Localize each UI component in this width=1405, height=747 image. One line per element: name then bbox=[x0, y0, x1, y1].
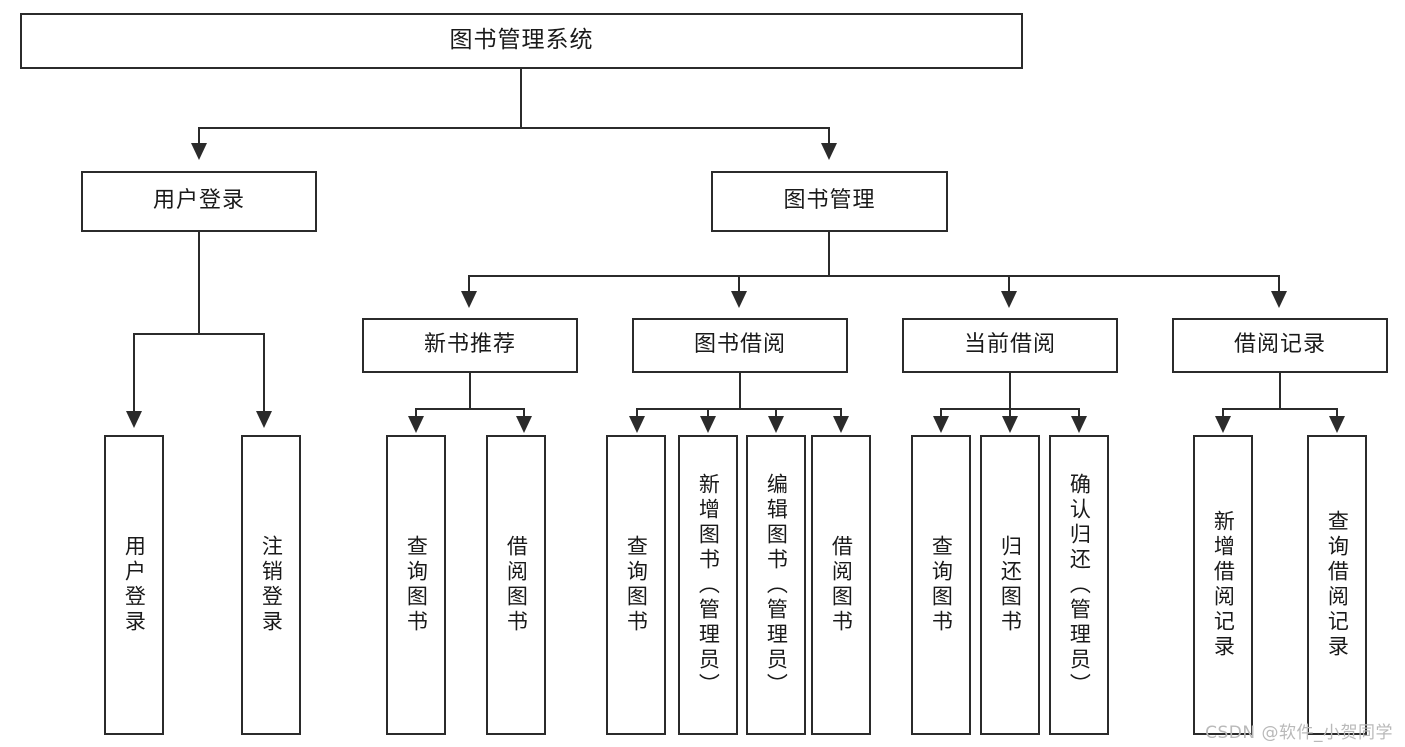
node-label: 新增借阅记录 bbox=[1211, 510, 1236, 660]
node-label: 归还图书 bbox=[998, 535, 1023, 635]
connector-book-borrow-drop-4 bbox=[840, 408, 842, 418]
node-label: 当前借阅 bbox=[963, 332, 1056, 358]
connector-book-borrow-drop-2 bbox=[707, 408, 709, 418]
connector-level2-drop-4 bbox=[1278, 275, 1280, 293]
arrowhead-to-book-borrow bbox=[731, 291, 747, 308]
leaf-record-query-record[interactable]: 查询借阅记录 bbox=[1307, 435, 1367, 735]
connector-book-borrow-drop-3 bbox=[775, 408, 777, 418]
arrowhead-new-book-leaf-2 bbox=[516, 416, 532, 433]
node-book-management[interactable]: 图书管理 bbox=[711, 171, 948, 232]
connector-current-borrow-drop-2 bbox=[1009, 408, 1011, 418]
arrowhead-current-borrow-leaf-3 bbox=[1071, 416, 1087, 433]
connector-level1-drop-left bbox=[198, 127, 200, 145]
connector-current-borrow-stem bbox=[1009, 373, 1011, 409]
node-label: 用户登录 bbox=[152, 188, 245, 214]
leaf-borrow-borrow-book[interactable]: 借阅图书 bbox=[811, 435, 871, 735]
arrowhead-book-borrow-leaf-1 bbox=[629, 416, 645, 433]
arrowhead-borrow-record-leaf-2 bbox=[1329, 416, 1345, 433]
node-label: 查询图书 bbox=[404, 535, 429, 635]
leaf-current-query-book[interactable]: 查询图书 bbox=[911, 435, 971, 735]
leaf-newbook-borrow-book[interactable]: 借阅图书 bbox=[486, 435, 546, 735]
connector-level2-drop-2 bbox=[738, 275, 740, 293]
leaf-logout[interactable]: 注销登录 bbox=[241, 435, 301, 735]
connector-user-login-drop-1 bbox=[133, 333, 135, 413]
node-book-borrow[interactable]: 图书借阅 bbox=[632, 318, 848, 373]
connector-borrow-record-stem bbox=[1279, 373, 1281, 409]
node-label: 新书推荐 bbox=[423, 332, 516, 358]
connector-level2-drop-1 bbox=[468, 275, 470, 293]
connector-book-manage-stem bbox=[828, 232, 830, 276]
node-label: 图书借阅 bbox=[693, 332, 786, 358]
connector-level2-drop-3 bbox=[1008, 275, 1010, 293]
leaf-borrow-edit-book-admin[interactable]: 编辑图书（管理员） bbox=[746, 435, 806, 735]
node-user-login[interactable]: 用户登录 bbox=[81, 171, 317, 232]
node-label: 新增图书（管理员） bbox=[696, 472, 721, 698]
leaf-user-login[interactable]: 用户登录 bbox=[104, 435, 164, 735]
node-label: 编辑图书（管理员） bbox=[764, 472, 789, 698]
connector-root-stem bbox=[520, 69, 522, 128]
node-label: 注销登录 bbox=[259, 535, 284, 635]
leaf-record-add-record[interactable]: 新增借阅记录 bbox=[1193, 435, 1253, 735]
node-label: 借阅图书 bbox=[829, 535, 854, 635]
connector-user-login-bus bbox=[133, 333, 265, 335]
arrowhead-to-book-manage bbox=[821, 143, 837, 160]
leaf-borrow-query-book[interactable]: 查询图书 bbox=[606, 435, 666, 735]
leaf-current-confirm-return-admin[interactable]: 确认归还（管理员） bbox=[1049, 435, 1109, 735]
connector-user-login-stem bbox=[198, 232, 200, 334]
connector-current-borrow-drop-3 bbox=[1078, 408, 1080, 418]
leaf-borrow-add-book-admin[interactable]: 新增图书（管理员） bbox=[678, 435, 738, 735]
node-label: 用户登录 bbox=[122, 535, 147, 635]
connector-borrow-record-drop-2 bbox=[1336, 408, 1338, 418]
arrowhead-to-user-login bbox=[191, 143, 207, 160]
node-label: 查询图书 bbox=[929, 535, 954, 635]
node-label: 图书管理 bbox=[783, 188, 876, 214]
connector-book-borrow-drop-1 bbox=[636, 408, 638, 418]
arrowhead-book-borrow-leaf-4 bbox=[833, 416, 849, 433]
connector-level1-drop-right bbox=[828, 127, 830, 145]
node-label: 图书管理系统 bbox=[449, 27, 594, 54]
connector-new-book-stem bbox=[469, 373, 471, 409]
node-borrow-record[interactable]: 借阅记录 bbox=[1172, 318, 1388, 373]
arrowhead-new-book-leaf-1 bbox=[408, 416, 424, 433]
arrowhead-book-borrow-leaf-3 bbox=[768, 416, 784, 433]
arrowhead-borrow-record-leaf-1 bbox=[1215, 416, 1231, 433]
arrowhead-to-leaf-user-login bbox=[126, 411, 142, 428]
node-new-book-recommend[interactable]: 新书推荐 bbox=[362, 318, 578, 373]
leaf-newbook-query-book[interactable]: 查询图书 bbox=[386, 435, 446, 735]
arrowhead-to-leaf-logout bbox=[256, 411, 272, 428]
connector-borrow-record-bus bbox=[1222, 408, 1338, 410]
connector-book-borrow-stem bbox=[739, 373, 741, 409]
arrowhead-to-current-borrow bbox=[1001, 291, 1017, 308]
connector-level2-bus bbox=[468, 275, 1280, 277]
node-label: 借阅记录 bbox=[1233, 332, 1326, 358]
arrowhead-book-borrow-leaf-2 bbox=[700, 416, 716, 433]
connector-new-book-drop-2 bbox=[523, 408, 525, 418]
node-root-system[interactable]: 图书管理系统 bbox=[20, 13, 1023, 69]
connector-level1-bus bbox=[198, 127, 830, 129]
arrowhead-current-borrow-leaf-2 bbox=[1002, 416, 1018, 433]
connector-new-book-drop-1 bbox=[415, 408, 417, 418]
arrowhead-to-new-book bbox=[461, 291, 477, 308]
node-label: 查询借阅记录 bbox=[1325, 510, 1350, 660]
node-label: 借阅图书 bbox=[504, 535, 529, 635]
arrowhead-to-borrow-record bbox=[1271, 291, 1287, 308]
node-label: 查询图书 bbox=[624, 535, 649, 635]
node-current-borrow[interactable]: 当前借阅 bbox=[902, 318, 1118, 373]
node-label: 确认归还（管理员） bbox=[1067, 472, 1092, 698]
connector-borrow-record-drop-1 bbox=[1222, 408, 1224, 418]
csdn-watermark: CSDN @软件_小贺同学 bbox=[1205, 723, 1393, 743]
leaf-current-return-book[interactable]: 归还图书 bbox=[980, 435, 1040, 735]
connector-current-borrow-drop-1 bbox=[940, 408, 942, 418]
connector-book-borrow-bus bbox=[636, 408, 842, 410]
connector-new-book-bus bbox=[415, 408, 525, 410]
arrowhead-current-borrow-leaf-1 bbox=[933, 416, 949, 433]
connector-user-login-drop-2 bbox=[263, 333, 265, 413]
